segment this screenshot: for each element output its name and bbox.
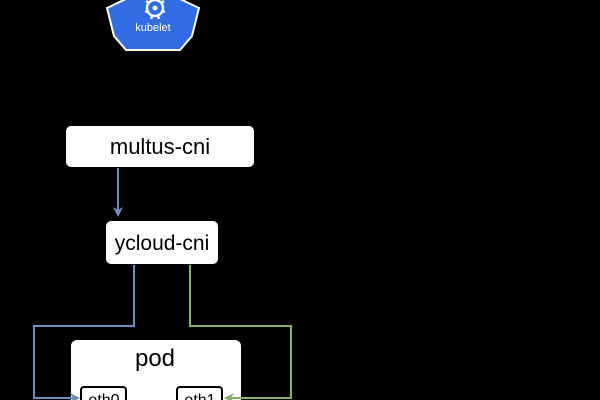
- ycloud-cni-node: ycloud-cni: [106, 221, 218, 264]
- kubelet-logo: kubelet: [105, 0, 201, 51]
- ycloud-cni-label: ycloud-cni: [115, 232, 210, 255]
- pod-label: pod: [135, 345, 175, 372]
- eth1-interface: eth1: [176, 386, 223, 400]
- pod-node: pod: [71, 340, 241, 400]
- eth1-label: eth1: [184, 392, 215, 400]
- arrow-ycloud-to-eth0: [33, 265, 135, 400]
- arrow-ycloud-to-eth1: [189, 265, 292, 400]
- kubelet-label: kubelet: [135, 22, 170, 34]
- kubernetes-heptagon-icon: [105, 0, 201, 51]
- multus-cni-label: multus-cni: [110, 134, 210, 159]
- eth0-interface: eth0: [80, 386, 127, 400]
- multus-cni-node: multus-cni: [66, 126, 254, 167]
- eth0-label: eth0: [88, 392, 119, 400]
- kubernetes-gear-icon: [144, 0, 166, 20]
